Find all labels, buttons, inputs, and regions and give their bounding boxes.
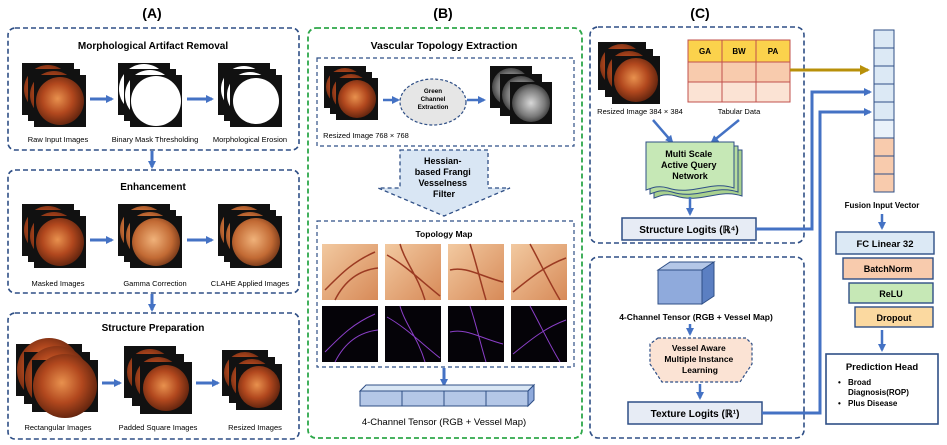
- topology-map-tiles: [322, 243, 567, 301]
- network-label: Multi Scale Active Query Network: [661, 149, 719, 181]
- erosion-caption: Morphological Erosion: [213, 135, 287, 144]
- relu-layer: [848, 282, 934, 304]
- structure-arrow: [756, 88, 872, 231]
- enhancement-box: [7, 169, 300, 294]
- padded-caption: Padded Square Images: [119, 423, 198, 432]
- enhancement-title: Enhancement: [120, 182, 186, 193]
- tabular-header-pa: PA: [768, 47, 779, 56]
- tensor-blocks-b: [358, 383, 536, 408]
- vessel-map-tiles: [322, 305, 567, 363]
- texture-box: [589, 256, 805, 439]
- resized-768-caption: Resized Image 768 × 768: [323, 131, 409, 140]
- structure-box: [589, 26, 805, 244]
- raw-input-stack: [22, 63, 86, 127]
- erosion-stack: [218, 63, 282, 127]
- texture-logits-label: Texture Logits (ℝ¹): [651, 409, 740, 420]
- resized-stack: [222, 350, 282, 410]
- batchnorm-label: BatchNorm: [864, 264, 913, 274]
- clahe-stack: [218, 204, 282, 268]
- tensor-label-b: 4-Channel Tensor (RGB + Vessel Map): [362, 417, 526, 428]
- vascular-title: Vascular Topology Extraction: [371, 40, 518, 52]
- network-box: [645, 141, 743, 199]
- arrow: [652, 119, 674, 144]
- tabular-caption: Tabular Data: [718, 107, 761, 116]
- texture-arrow: [762, 108, 872, 415]
- tabular-header-ga: GA: [699, 47, 711, 56]
- padded-square-stack: [124, 346, 192, 414]
- topology-subbox: [316, 220, 575, 368]
- panel-b-label: (B): [433, 5, 452, 21]
- prediction-head-title: Prediction Head: [846, 362, 919, 373]
- relu-label: ReLU: [879, 289, 903, 299]
- vamil-label: Vessel Aware Multiple Instance Learning: [664, 343, 735, 375]
- panel-c-label: (C): [690, 5, 709, 21]
- resized-caption: Resized Images: [228, 423, 282, 432]
- binary-mask-stack: [118, 63, 182, 127]
- morph-box: [7, 27, 300, 151]
- arrow: [710, 119, 740, 144]
- rectangular-caption: Rectangular Images: [24, 423, 91, 432]
- hessian-label: Hessian- based Frangi Vesselness Filter: [415, 156, 474, 199]
- tensor-cube-c: [656, 261, 716, 305]
- binary-mask-caption: Binary Mask Thresholding: [112, 135, 199, 144]
- fc-linear-label: FC Linear 32: [856, 239, 913, 250]
- clahe-caption: CLAHE Applied Images: [211, 279, 290, 288]
- topology-title: Topology Map: [416, 229, 473, 239]
- fc-linear-layer: [835, 231, 935, 255]
- green-channel-subbox: [316, 57, 575, 147]
- masked-caption: Masked Images: [32, 279, 85, 288]
- tabular-data-table: [687, 39, 791, 103]
- rectangular-stack: [16, 338, 98, 418]
- structure-logits-label: Structure Logits (ℝ⁴): [639, 225, 739, 236]
- panel-a-label: (A): [142, 5, 161, 21]
- hessian-arrow: Hessian- based Frangi Vesselness Filter: [377, 149, 511, 217]
- morph-title: Morphological Artifact Removal: [78, 41, 228, 52]
- vamil-box: [649, 337, 753, 383]
- prediction-head-bullets: •Broad Diagnosis(ROP) •Plus Disease: [838, 378, 911, 408]
- vascular-box: [307, 27, 583, 439]
- tensor-label-c: 4-Channel Tensor (RGB + Vessel Map): [619, 312, 773, 322]
- green-channel-oval: [399, 78, 467, 126]
- fusion-caption: Fusion Input Vector: [845, 201, 920, 210]
- gamma-stack: [118, 204, 182, 268]
- tabular-header-bw: BW: [732, 47, 746, 56]
- structure-prep-box: [7, 312, 300, 440]
- resized-384-caption: Resized Image 384 × 384: [597, 107, 683, 116]
- prediction-head-box: [825, 353, 939, 425]
- input-768-stack: [324, 66, 378, 120]
- structure-prep-title: Structure Preparation: [102, 323, 205, 334]
- input-384-stack: [598, 42, 660, 104]
- fusion-vector: [873, 29, 895, 193]
- dropout-label: Dropout: [877, 313, 912, 323]
- batchnorm-layer: [842, 257, 934, 280]
- dropout-layer: [854, 306, 934, 328]
- masked-images-stack: [22, 204, 86, 268]
- green-channel-stack: [490, 66, 552, 124]
- gamma-caption: Gamma Correction: [123, 279, 186, 288]
- raw-input-caption: Raw Input Images: [28, 135, 89, 144]
